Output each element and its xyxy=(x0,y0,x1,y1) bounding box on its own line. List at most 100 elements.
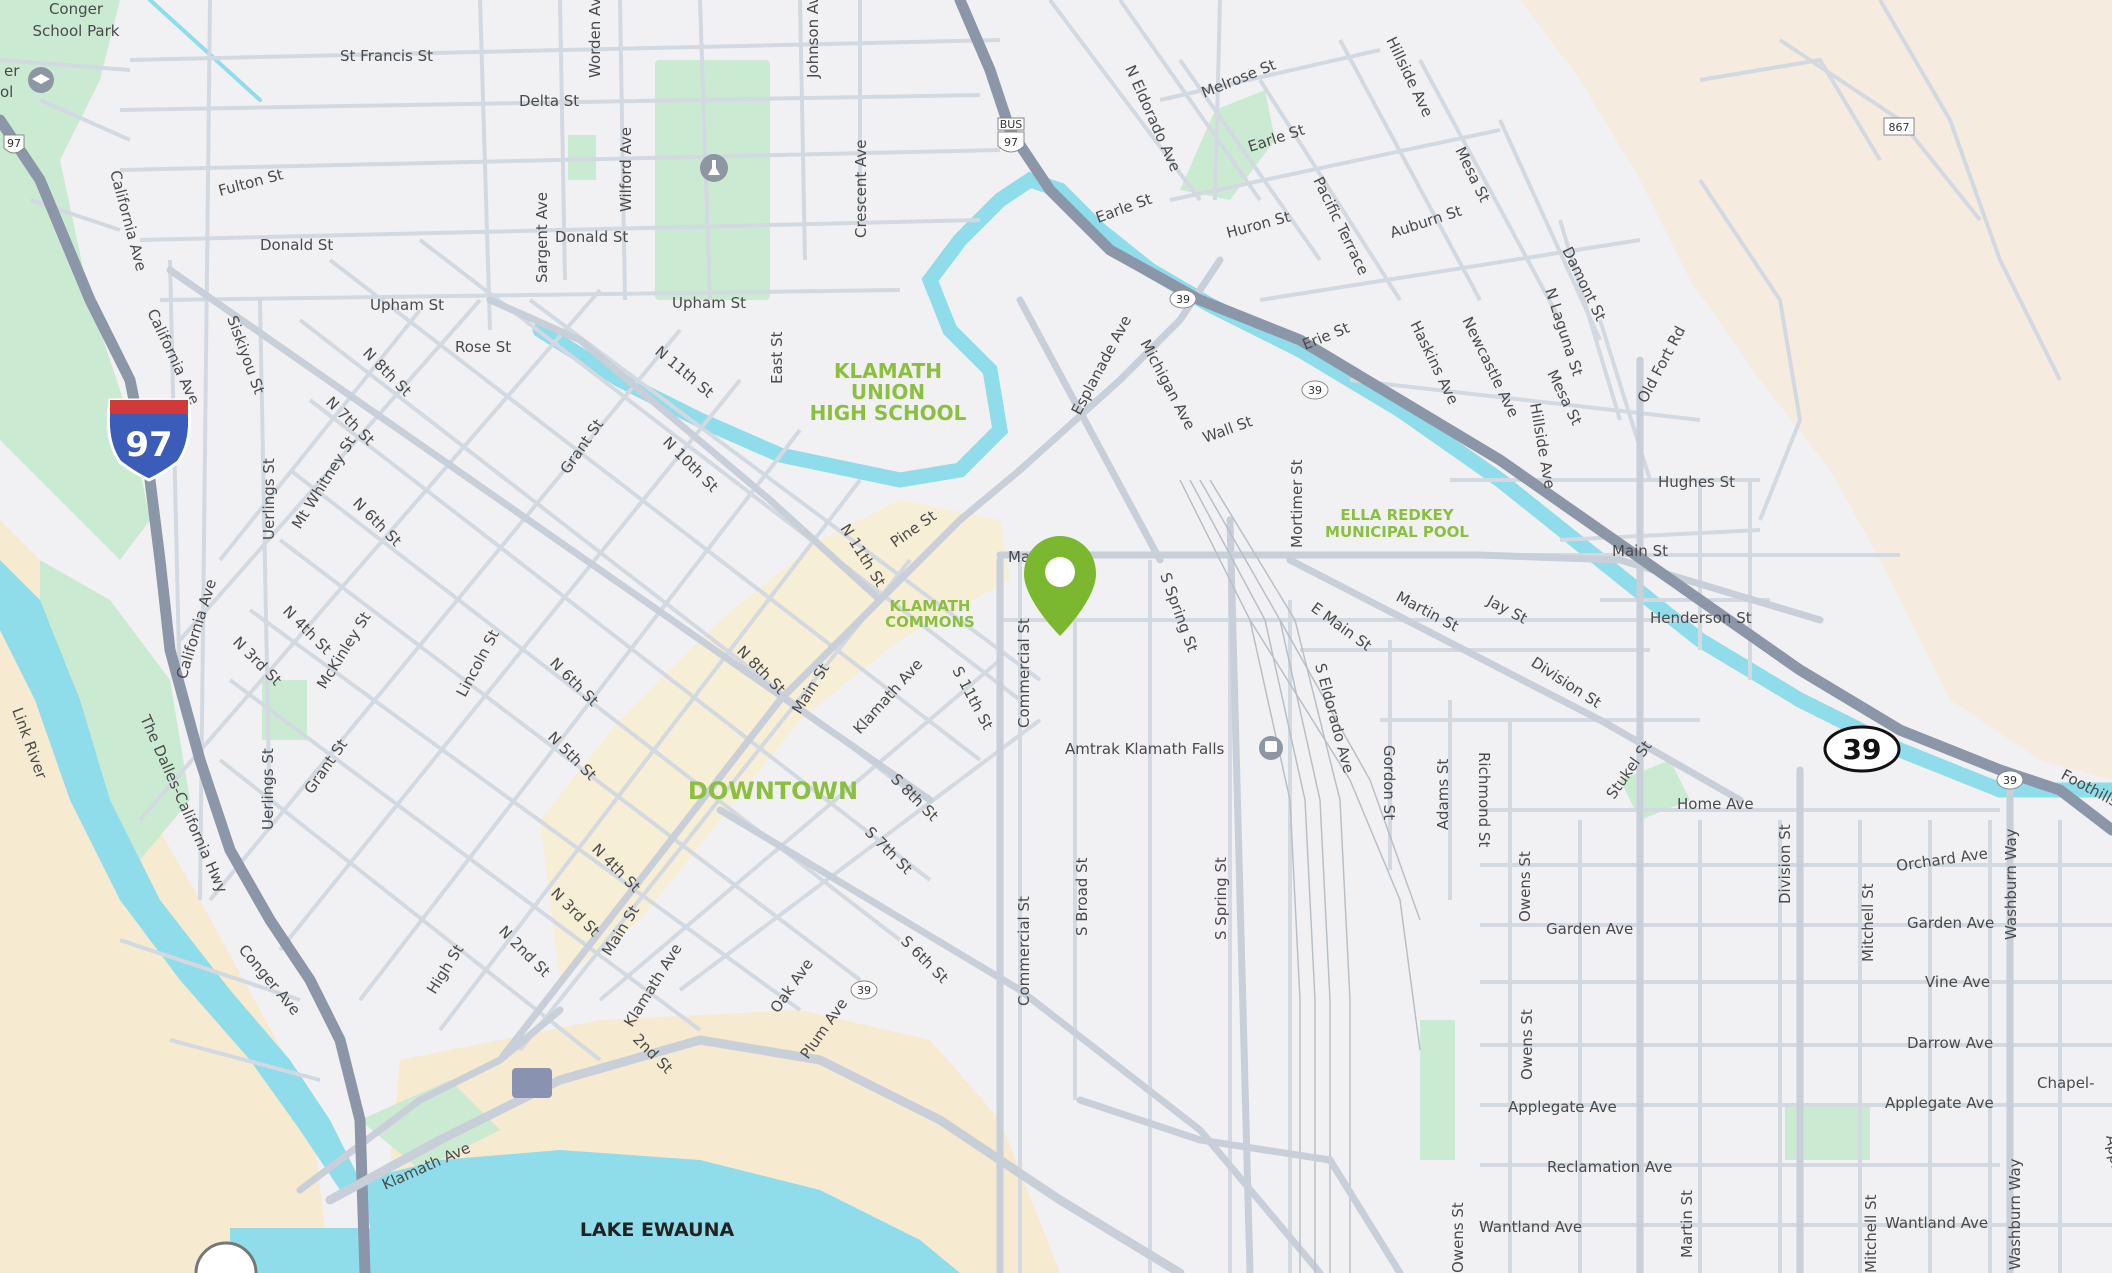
street-label: Owens St xyxy=(1518,1009,1536,1080)
n11th-arterial xyxy=(166,266,934,804)
pool-label-1: ELLA REDKEY xyxy=(1340,506,1454,524)
s6th-arterial xyxy=(716,806,1324,1273)
us-97-shield: 97 xyxy=(3,134,25,154)
e-main xyxy=(1286,556,1744,804)
street-label: Rose St xyxy=(455,338,511,356)
railroad xyxy=(1179,479,1421,1273)
street-label: Applegate Ave xyxy=(1508,1098,1617,1116)
street-label: Crescent Ave xyxy=(852,140,870,238)
street-label: Upham St xyxy=(672,294,746,312)
street-label: Wantland Ave xyxy=(1885,1214,1988,1232)
location-pin-icon[interactable] xyxy=(1024,536,1096,636)
small-shield-number: 39 xyxy=(1176,293,1190,306)
street-label: Applegate Ave xyxy=(1885,1094,1994,1112)
state-39-small-shield-4: 39 xyxy=(1996,770,2024,790)
compass-overlay xyxy=(194,1241,258,1273)
street-label: Washburn Way xyxy=(2006,1158,2024,1270)
street-label: Mitchell St xyxy=(1862,1194,1880,1273)
park-name-2: School Park xyxy=(33,22,120,40)
state-39-big-shield: 39 xyxy=(1823,725,1901,773)
small-park-3 xyxy=(1180,90,1275,200)
interstate-97-number: 97 xyxy=(125,425,172,465)
small-shield-number: 39 xyxy=(1308,384,1322,397)
street-label: Richmond St xyxy=(1475,752,1493,847)
park-name-1: Conger xyxy=(49,0,104,18)
highway-shields: 97 39 39 39 39 39 97 BUS 9 xyxy=(3,117,2024,1000)
street-label: Wilford Ave xyxy=(617,127,635,212)
street-label: Sargent Ave xyxy=(533,192,551,283)
park-monument-icon xyxy=(700,154,728,182)
arterials xyxy=(166,256,2014,1273)
michigan xyxy=(1016,296,1164,564)
street-label: Owens St xyxy=(1516,851,1534,922)
street-label: Martin St xyxy=(1678,1190,1696,1258)
main-st-east xyxy=(996,551,1824,624)
station-label: Amtrak Klamath Falls xyxy=(1065,740,1225,758)
commons-label-2: COMMONS xyxy=(885,613,975,631)
street-label: St Francis St xyxy=(340,47,433,65)
street-label: Commercial St xyxy=(1015,896,1033,1006)
street-label: Upham St xyxy=(370,296,444,314)
street-label: Vine Ave xyxy=(1925,973,1990,991)
street-label: Hughes St xyxy=(1658,473,1735,491)
us-bus-97-shield: BUS 97 xyxy=(997,117,1025,153)
street-label: East St xyxy=(768,331,786,384)
school-label-2: UNION xyxy=(851,380,925,404)
street-label: Main St xyxy=(1612,542,1668,560)
street-label: Uerlings St xyxy=(260,458,278,540)
county-867-shield: 867 xyxy=(1883,117,1915,136)
street-label: Darrow Ave xyxy=(1907,1034,1993,1052)
street-label: Mitchell St xyxy=(1859,883,1877,962)
lakeshore-arterial xyxy=(325,1035,1185,1273)
downtown-label: DOWNTOWN xyxy=(688,777,858,805)
pool-label-2: MUNICIPAL POOL xyxy=(1325,523,1469,541)
shore-park xyxy=(360,1080,500,1170)
street-label: Home Ave xyxy=(1677,795,1754,813)
street-label: Henderson St xyxy=(1650,609,1752,627)
street-label: S Spring St xyxy=(1212,857,1230,940)
commons-label-1: KLAMATH xyxy=(890,597,971,615)
school-icon xyxy=(28,67,54,93)
street-label: Reclamation Ave xyxy=(1547,1158,1672,1176)
street-label: Donald St xyxy=(260,236,333,254)
street-label: Donald St xyxy=(555,228,628,246)
train-station-icon xyxy=(1259,736,1283,760)
street-label: Wantland Ave xyxy=(1479,1218,1582,1236)
us97-number: 97 xyxy=(7,137,21,150)
school-label-1: KLAMATH xyxy=(834,359,942,383)
street-label: Garden Ave xyxy=(1546,920,1633,938)
lake-label: LAKE EWAUNA xyxy=(580,1219,735,1241)
state-39-small-shield-2: 39 xyxy=(1301,380,1329,400)
state-39-small-shield: 39 xyxy=(1169,289,1197,309)
place-labels: Conger School Park er ol Amtrak Klamath … xyxy=(0,0,2112,1098)
riverside-park xyxy=(40,560,190,860)
street-label: Worden Ave xyxy=(586,0,604,78)
street-label: Gordon St xyxy=(1380,745,1398,820)
state-39-number: 39 xyxy=(1843,733,1882,766)
street-label: Division St xyxy=(1776,824,1794,904)
main-arterial xyxy=(496,256,1224,1064)
parking-structure xyxy=(512,1068,552,1098)
street-label: Commercial St xyxy=(1015,618,1033,728)
street-label: Uerlings St xyxy=(259,748,277,830)
small-park-5 xyxy=(1420,1020,1455,1160)
bus-tag: BUS xyxy=(1000,118,1023,131)
small-shield-number: 39 xyxy=(857,984,871,997)
street-label: Johnson Ave xyxy=(804,0,822,79)
street-label: Delta St xyxy=(519,92,579,110)
school-fragment-2: ol xyxy=(0,83,13,101)
street-label: S Broad St xyxy=(1073,857,1091,936)
district-labels: KLAMATH UNION HIGH SCHOOL ELLA REDKEY MU… xyxy=(580,359,1470,1241)
state-39-small-shield-3: 39 xyxy=(850,980,878,1000)
school-fragment-1: er xyxy=(4,62,20,80)
water xyxy=(0,560,960,1273)
county-number: 867 xyxy=(1889,121,1910,134)
street-label: Mortimer St xyxy=(1288,459,1306,548)
street-label: Adams St xyxy=(1434,759,1452,830)
or39-highway xyxy=(954,0,2112,836)
school-label-3: HIGH SCHOOL xyxy=(810,401,967,425)
small-shield-number: 39 xyxy=(2003,774,2017,787)
